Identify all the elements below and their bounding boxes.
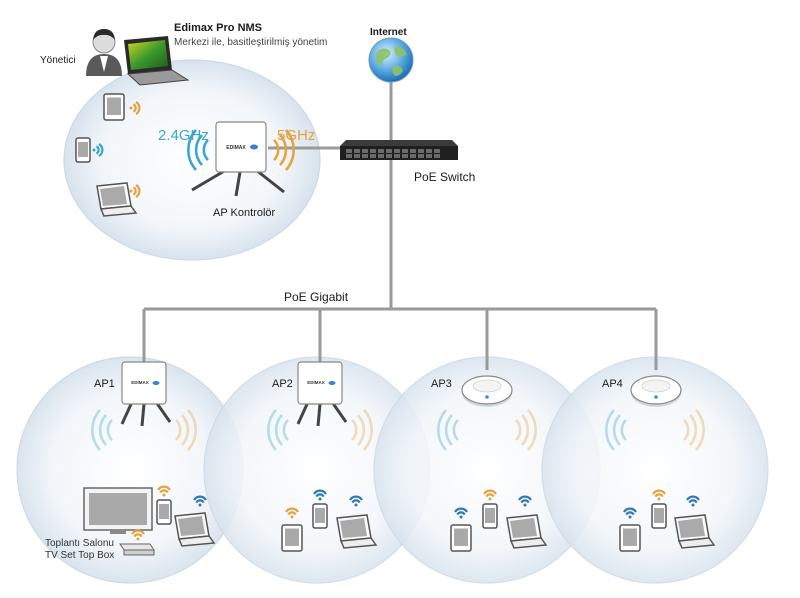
internet-label: Internet [370, 27, 407, 38]
ap2-label: AP2 [272, 378, 293, 390]
svg-text:EDIMAX: EDIMAX [131, 380, 149, 385]
nms-laptop-icon [124, 36, 190, 86]
band-24ghz-label: 2.4GHz [158, 127, 209, 144]
set-top-box-label: TV Set Top Box [45, 550, 115, 561]
meeting-room-label: Toplantı Salonu [45, 538, 114, 549]
nms-title: Edimax Pro NMS [174, 22, 263, 34]
ap3-label: AP3 [431, 378, 452, 390]
ap1-label: AP1 [94, 378, 115, 390]
tablet-icon [619, 524, 641, 552]
tablet-icon [281, 524, 303, 552]
ap3-ceiling-device-icon [461, 375, 513, 408]
ap-controller-device-icon: EDIMAX [191, 121, 285, 197]
admin-label: Yönetici [40, 55, 76, 66]
poe-gigabit-label: PoE Gigabit [284, 290, 349, 304]
tv-monitor-icon [83, 487, 153, 534]
phone-icon [482, 503, 498, 529]
set-top-box-icon [119, 543, 155, 556]
ap2-device-icon: EDIMAX [296, 361, 348, 427]
phone-icon [651, 503, 667, 529]
nms-subtitle: Merkezi ile, basitleştirilmiş yönetim [174, 37, 328, 48]
phone-icon [156, 499, 172, 525]
controller-zone-bubble [63, 59, 321, 261]
phone-icon [75, 137, 91, 163]
ap1-device-icon: EDIMAX [120, 361, 172, 427]
poe-switch-label: PoE Switch [414, 170, 476, 184]
ap4-ceiling-device-icon [630, 375, 682, 408]
ap4-label: AP4 [602, 378, 623, 390]
poe-switch-icon [340, 140, 458, 160]
ap-controller-label: AP Kontrolör [213, 207, 276, 219]
internet-globe-icon [368, 37, 414, 83]
brand-logo: EDIMAX [226, 145, 246, 151]
tablet-icon [450, 524, 472, 552]
svg-text:EDIMAX: EDIMAX [307, 380, 325, 385]
tablet-icon [103, 93, 125, 121]
phone-icon [312, 503, 328, 529]
band-5ghz-label: 5GHz [277, 127, 316, 144]
admin-person-icon [86, 29, 122, 76]
cables [142, 82, 658, 370]
